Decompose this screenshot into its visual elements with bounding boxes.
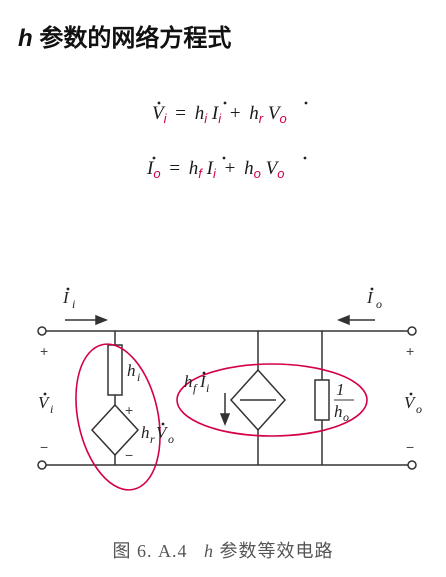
eq2-lhs: I — [147, 158, 154, 179]
eq2-t2b: V — [265, 158, 278, 179]
eq2-t1: h — [188, 158, 199, 179]
eq2-t2: h — [244, 158, 254, 179]
eq2-plus: + — [224, 158, 236, 179]
output-voltage-label: V — [404, 393, 417, 412]
hr-sub: r — [150, 432, 155, 446]
hi-resistor — [107, 344, 123, 396]
ho-den-sub: o — [343, 410, 349, 424]
output-minus-sign: − — [406, 439, 414, 455]
caption-prefix: 图 6. A.4 — [112, 541, 188, 561]
eq2-t2-sub: o — [253, 166, 261, 181]
input-current-label: I — [62, 288, 70, 307]
hf-label: h — [184, 372, 193, 391]
output-current-label: I — [366, 288, 374, 307]
eq1-t2b: V — [267, 103, 280, 124]
circuit-wires — [45, 330, 410, 466]
equation-dots — [152, 101, 308, 160]
equation-2: Io = hf Ii + ho Vo — [147, 158, 284, 181]
input-voltage-label: V — [38, 393, 51, 412]
eq2-equals: = — [169, 158, 181, 179]
hf-ii-label: I — [199, 372, 207, 391]
input-plus-sign: + — [40, 343, 48, 359]
eq1-t1b: I — [211, 103, 219, 124]
eq1-lhs-sub: i — [163, 111, 167, 126]
eq1-equals: = — [175, 103, 186, 124]
figure-caption: 图 6. A.4 h 参数等效电路 — [0, 537, 446, 563]
eq1-t2b-sub: o — [279, 111, 287, 126]
output-voltage-sub: o — [416, 402, 422, 416]
output-plus-sign: + — [406, 343, 414, 359]
eq1-t1b-sub: i — [218, 111, 222, 126]
eq1-plus: + — [229, 103, 241, 124]
hr-voltage-source — [90, 403, 140, 457]
hr-vo-sub: o — [168, 432, 174, 446]
page-title: h 参数的网络方程式 — [18, 18, 231, 53]
terminals — [37, 326, 417, 470]
output-terminal-bottom — [407, 460, 417, 470]
ho-resistor — [314, 379, 330, 421]
title-var: h — [18, 25, 33, 52]
eq2-t1-sub: f — [198, 166, 202, 181]
caption-var: h — [204, 541, 214, 561]
hi-label: h — [127, 361, 136, 380]
eq2-lhs-sub: o — [153, 166, 161, 181]
caption-text: 参数等效电路 — [219, 541, 334, 561]
hr-plus-sign: + — [125, 402, 133, 418]
current-arrows — [65, 314, 375, 427]
hf-sub: f — [193, 381, 198, 395]
eq2-t1b-sub: i — [212, 166, 216, 181]
annotation-ellipse-output — [176, 363, 368, 437]
ho-denominator: h — [334, 402, 343, 421]
hi-sub: i — [137, 370, 140, 384]
eq2-t1b: I — [206, 158, 213, 179]
eq1-lhs: V — [152, 103, 164, 124]
input-voltage-sub: i — [50, 402, 53, 416]
eq1-t1: h — [194, 103, 205, 124]
equation-1: Vi = hi Ii + hr Vo — [152, 103, 287, 126]
hr-label: h — [141, 423, 150, 442]
eq2-t2b-sub: o — [277, 166, 285, 181]
title-text: 参数的网络方程式 — [39, 25, 232, 52]
hr-minus-sign: − — [125, 447, 133, 463]
eq1-t2-sub: r — [258, 111, 264, 126]
annotation-ellipse-input — [75, 343, 161, 491]
eq1-t2: h — [249, 103, 259, 124]
input-terminal-bottom — [37, 460, 47, 470]
hf-ii-sub: i — [206, 381, 209, 395]
input-current-sub: i — [72, 297, 75, 311]
input-minus-sign: − — [40, 439, 48, 455]
output-terminal-top — [407, 326, 417, 336]
input-terminal-top — [37, 326, 47, 336]
eq1-t1-sub: i — [204, 111, 208, 126]
output-current-sub: o — [376, 297, 382, 311]
hr-vo-label: V — [156, 423, 169, 442]
ho-numerator: 1 — [336, 380, 345, 399]
